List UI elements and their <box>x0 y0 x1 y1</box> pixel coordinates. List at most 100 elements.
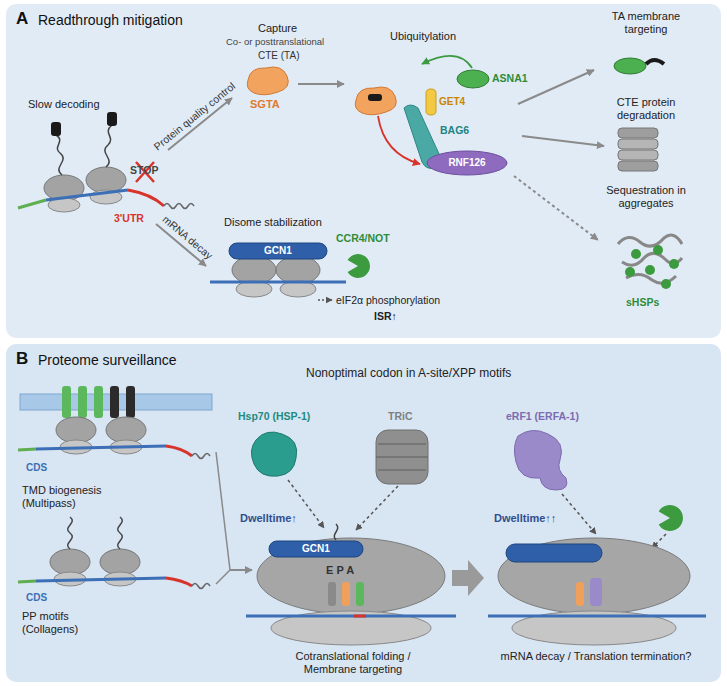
step-label: Capture <box>258 22 297 35</box>
stalled-ribosome <box>354 615 366 618</box>
stalled-ribosome <box>246 615 456 618</box>
terminating-ribosome <box>488 615 706 618</box>
recruitment-arrow <box>562 494 596 534</box>
protein-label: Hsp70 (HSP-1) <box>238 410 310 423</box>
rnf126-protein-outline <box>427 151 507 175</box>
sgta-protein: SGTA <box>244 66 292 118</box>
pathway-arrow <box>298 83 344 85</box>
protein-label: SGTA <box>250 98 280 111</box>
panel-title: Proteome surveillance <box>38 352 177 369</box>
asna1-protein: ASNA1 <box>456 68 530 90</box>
sgta-protein <box>355 87 396 115</box>
aggregate-icon <box>618 235 682 289</box>
protein-label: CCR4/NOT <box>336 232 390 245</box>
aggregate-icon <box>618 235 682 283</box>
mrna <box>36 446 166 449</box>
mrna <box>18 190 194 209</box>
protein-label: RNF126 <box>448 157 485 169</box>
pathway-label: Protein quality control <box>151 79 237 152</box>
converging-bracket <box>230 569 252 571</box>
ccr4-not-icon <box>659 505 683 531</box>
substrate-label: TMD biogenesis (Multipass) <box>22 484 132 510</box>
panel-b-illustration <box>6 344 721 682</box>
hsp70-protein <box>251 432 296 476</box>
mrna <box>18 446 210 589</box>
mrna <box>36 578 166 581</box>
ribosome <box>44 167 126 212</box>
step-label: Slow decoding <box>28 98 100 111</box>
panel-letter: A <box>16 9 28 29</box>
ribosome <box>106 417 146 443</box>
mrna <box>18 200 46 208</box>
protein-label: GCN1 <box>264 245 292 257</box>
disome <box>210 281 346 284</box>
nascent-chain <box>68 517 123 549</box>
panel-title: Readthrough mitigation <box>38 12 183 29</box>
dwelltime-label: Dwelltime↑ <box>240 512 297 525</box>
nascent-chain <box>107 112 117 126</box>
nascent-chain <box>51 122 61 136</box>
converging-bracket <box>216 452 230 584</box>
codon-label: STOP <box>130 164 158 177</box>
gcn1-band: GCN1 <box>228 242 328 260</box>
gcn1-band-outline <box>269 541 363 557</box>
ta-protein-icon <box>646 60 664 64</box>
ribosome <box>56 417 96 443</box>
ccr4-not-icon <box>348 254 370 278</box>
terminating-ribosome <box>488 538 706 645</box>
terminating-ribosome <box>576 582 584 606</box>
panel-letter: B <box>16 349 28 369</box>
protein-label: TRiC <box>388 410 413 423</box>
asna1-protein-outline <box>457 70 489 88</box>
ccr4-not-icon <box>659 505 683 531</box>
ta-protein-icon <box>614 58 664 74</box>
step-label: Ubiquitylation <box>390 30 456 43</box>
mrna <box>166 578 192 586</box>
proteasome-icon <box>618 150 658 160</box>
tric-chaperonin <box>376 430 428 484</box>
mrna <box>18 449 36 450</box>
isr-arrow <box>318 299 332 301</box>
pathway-arrow <box>522 136 604 146</box>
membrane <box>62 386 71 418</box>
region-label: CDS <box>26 462 47 474</box>
disome <box>210 256 346 297</box>
stalled-ribosome <box>342 582 350 606</box>
proteasome-icon <box>618 139 658 149</box>
stalled-ribosome <box>334 524 337 540</box>
isr-arrow <box>318 300 332 301</box>
membrane <box>126 386 135 418</box>
panel-a-illustration <box>6 4 721 338</box>
erf1-protein <box>514 430 566 490</box>
dwelltime-label: Dwelltime↑↑ <box>494 512 556 525</box>
pathway-label: mRNA decay <box>160 212 215 261</box>
sgta-protein <box>355 87 396 115</box>
rnf126-protein: RNF126 <box>426 150 508 176</box>
step-label: eIF2α phosphorylation <box>336 294 440 307</box>
outcome-label: CTE protein degradation <box>591 96 701 122</box>
stalled-ribosome <box>356 582 364 606</box>
mrna <box>46 190 128 200</box>
protein-label: ASNA1 <box>492 72 528 85</box>
aggregate-icon <box>645 265 655 275</box>
nascent-chain <box>56 135 63 175</box>
step-label: Disome stabilization <box>224 216 322 229</box>
nascent-chain <box>118 517 123 549</box>
ubiquitin-transfer-arrow <box>422 56 472 68</box>
proteasome-icon <box>618 128 658 138</box>
gcn1-band-outline <box>229 243 327 259</box>
panel-band: BProteome surveillanceGCN1Nonoptimal cod… <box>6 344 721 682</box>
ribosome <box>86 167 126 193</box>
mrna <box>192 584 210 589</box>
substrate-label: PP motifs (Collagens) <box>22 610 122 636</box>
pathway-arrow <box>518 70 594 104</box>
outcome-label: Cotranslational folding / Membrane targe… <box>268 650 438 676</box>
membrane <box>94 386 103 418</box>
membrane <box>110 386 119 418</box>
terminating-ribosome <box>590 578 602 606</box>
stalled-ribosome <box>257 538 445 614</box>
aggregate-icon <box>653 245 663 255</box>
nascent-chain <box>105 125 112 167</box>
terminating-ribosome <box>498 538 690 614</box>
